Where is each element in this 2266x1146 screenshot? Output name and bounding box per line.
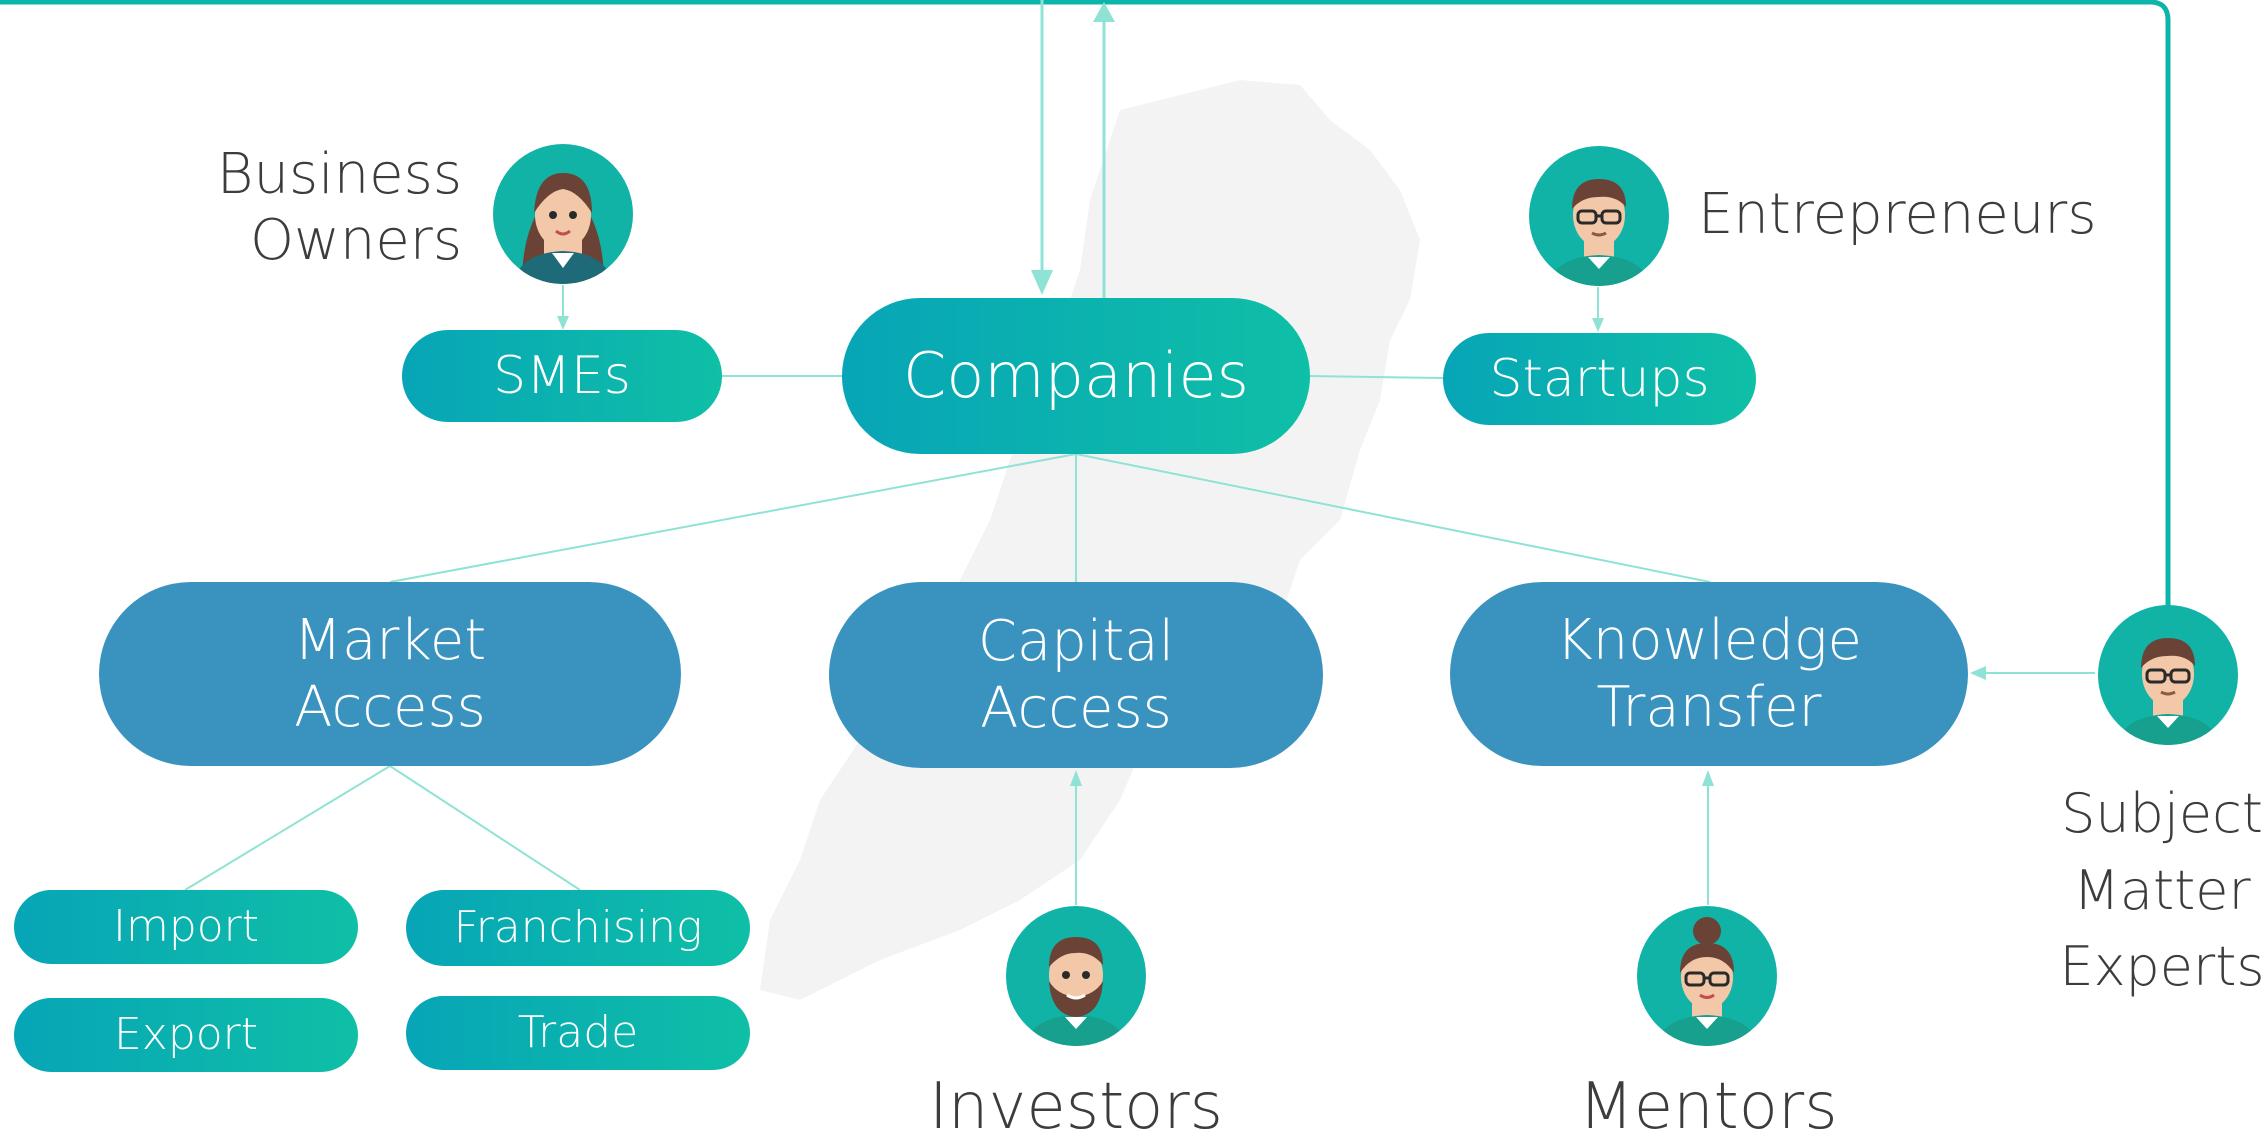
mentors-label: Mentors bbox=[1578, 1070, 1838, 1144]
import-node: Import bbox=[14, 890, 358, 964]
startups-label: Startups bbox=[1489, 348, 1710, 409]
capital-access-node: Capital Access bbox=[829, 582, 1323, 768]
expert-to-knowledge-arrowhead bbox=[1970, 666, 1986, 680]
market-access-node: Market Access bbox=[99, 582, 681, 766]
expert-avatar-icon bbox=[2098, 605, 2238, 745]
entrepreneur-to-startups-arrowhead bbox=[1592, 318, 1604, 332]
mentor-to-knowledge-arrowhead bbox=[1702, 770, 1714, 786]
mentor-avatar-icon bbox=[1637, 906, 1777, 1046]
trade-node: Trade bbox=[406, 996, 750, 1070]
business-owners-label: Business Owners bbox=[216, 142, 462, 274]
smes-node: SMEs bbox=[402, 330, 722, 422]
owner-to-smes-arrowhead bbox=[557, 316, 569, 330]
top-frame-connector bbox=[0, 0, 2171, 610]
franchising-node: Franchising bbox=[406, 890, 750, 966]
market-to-import-line bbox=[184, 765, 391, 891]
down-arrowhead bbox=[1031, 270, 1053, 295]
export-node: Export bbox=[14, 998, 358, 1072]
knowledge-transfer-label: Knowledge Transfer bbox=[1556, 607, 1862, 740]
market-to-franchising-line bbox=[389, 765, 581, 891]
entrepreneur-avatar-icon bbox=[1529, 146, 1669, 286]
up-arrowhead bbox=[1093, 2, 1115, 22]
companies-to-knowledge-line bbox=[1075, 453, 1711, 583]
franchising-label: Franchising bbox=[453, 901, 703, 953]
capital-access-label: Capital Access bbox=[977, 608, 1175, 741]
subject-matter-experts-label: Subject Matter Experts bbox=[2059, 782, 2265, 999]
market-access-label: Market Access bbox=[293, 607, 487, 740]
companies-label: Companies bbox=[903, 338, 1249, 412]
import-label: Import bbox=[112, 900, 260, 952]
investor-avatar-icon bbox=[1006, 906, 1146, 1046]
startups-node: Startups bbox=[1443, 333, 1756, 425]
investors-label: Investors bbox=[929, 1070, 1223, 1144]
entrepreneurs-label: Entrepreneurs bbox=[1698, 182, 2097, 247]
companies-node: Companies bbox=[842, 298, 1310, 454]
trade-label: Trade bbox=[517, 1006, 639, 1058]
export-label: Export bbox=[113, 1008, 259, 1060]
background-map-silhouette bbox=[760, 80, 1420, 1000]
companies-to-startups-line bbox=[1307, 375, 1444, 379]
investor-to-capital-arrowhead bbox=[1070, 770, 1082, 786]
business-owner-avatar-icon bbox=[493, 144, 633, 284]
companies-to-market-line bbox=[389, 453, 1077, 583]
knowledge-transfer-node: Knowledge Transfer bbox=[1450, 582, 1968, 766]
smes-label: SMEs bbox=[493, 345, 631, 406]
